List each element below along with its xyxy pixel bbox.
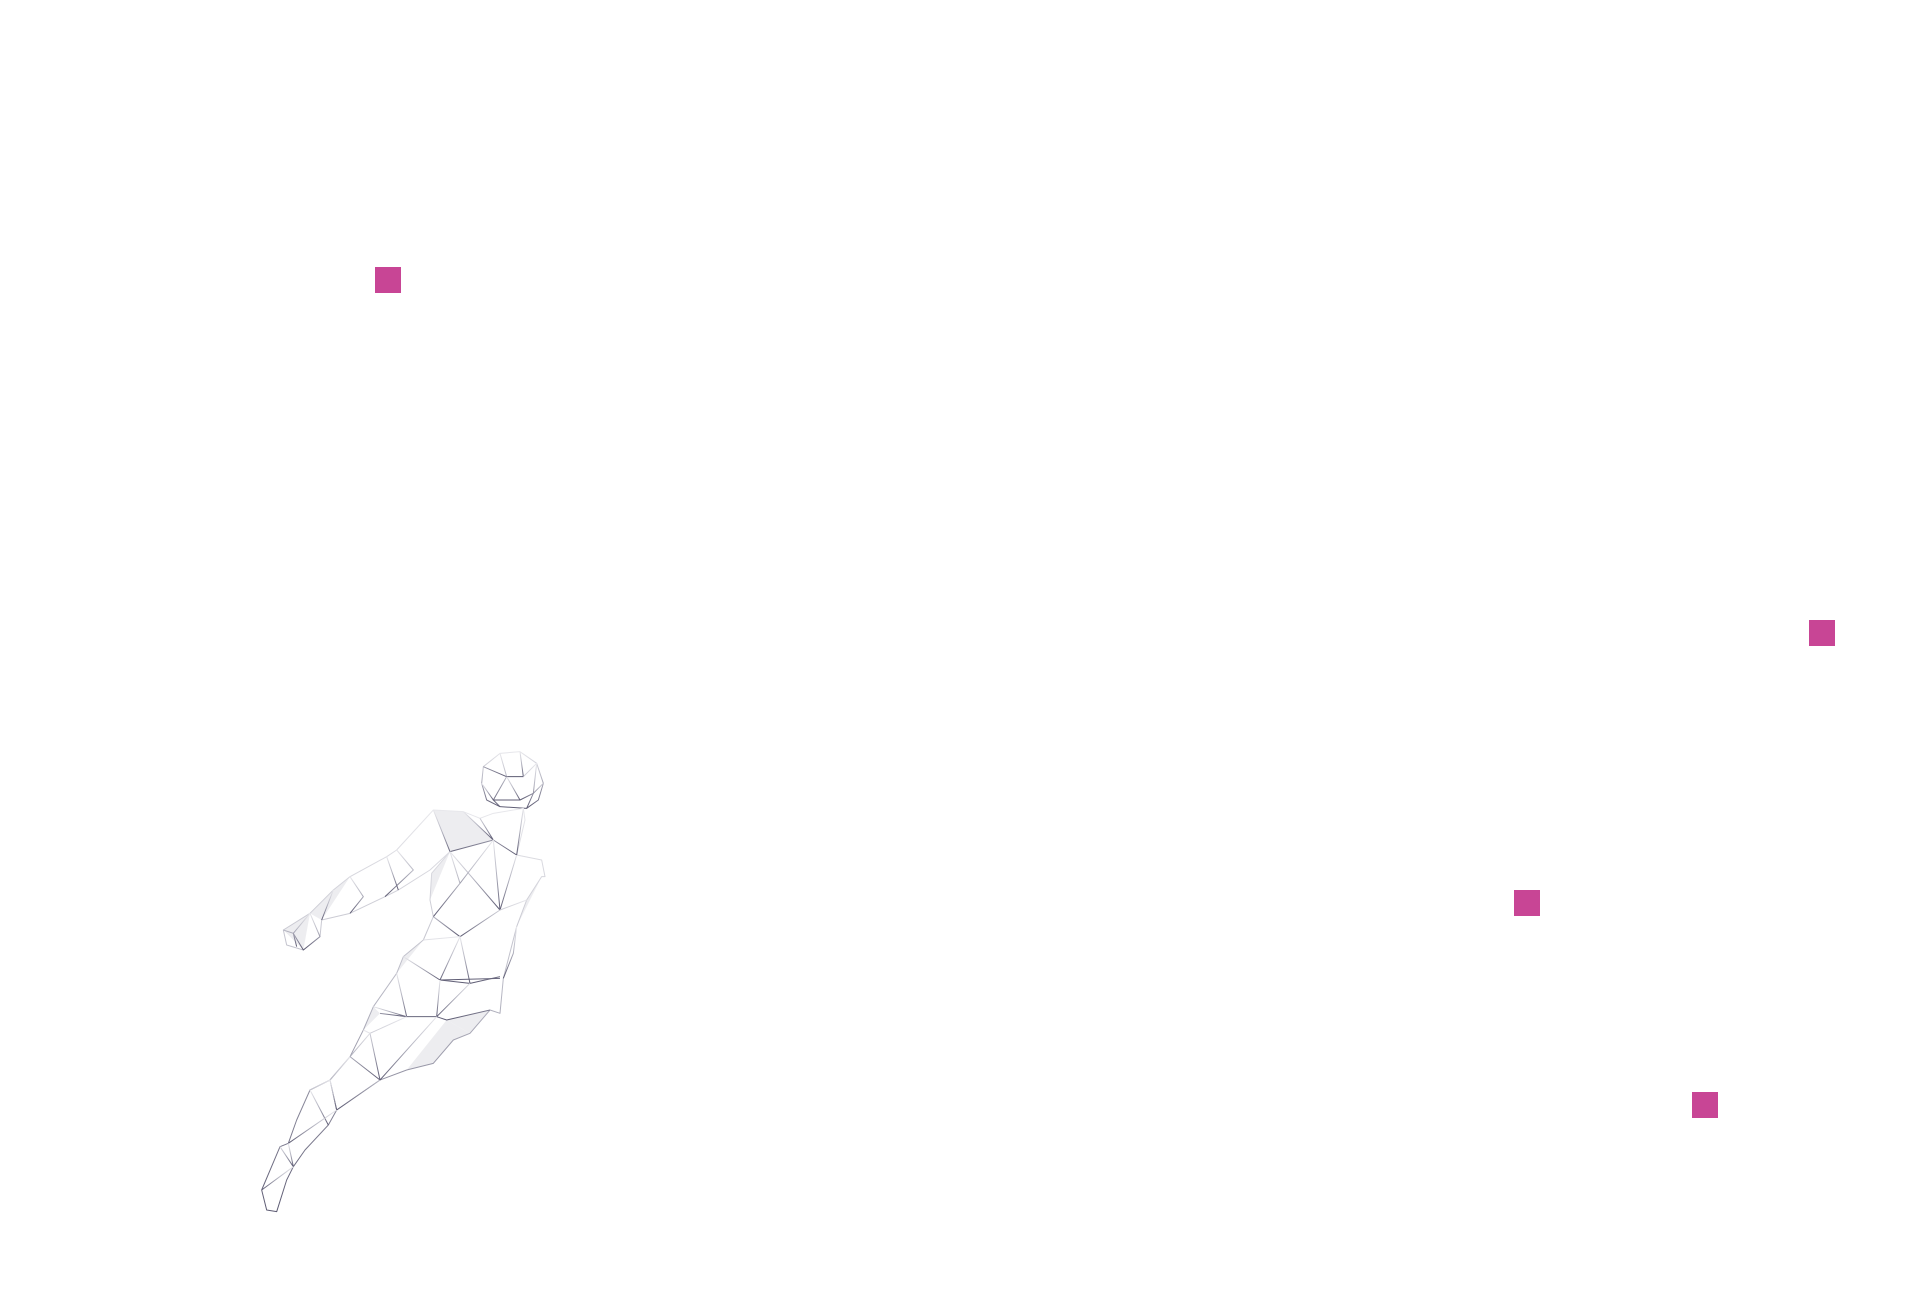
marker-square-2 xyxy=(1809,620,1835,646)
marker-square-1 xyxy=(375,267,401,293)
marker-square-3 xyxy=(1514,890,1540,916)
marker-square-4 xyxy=(1692,1092,1718,1118)
wireframe-human-figure-icon xyxy=(261,751,546,1213)
